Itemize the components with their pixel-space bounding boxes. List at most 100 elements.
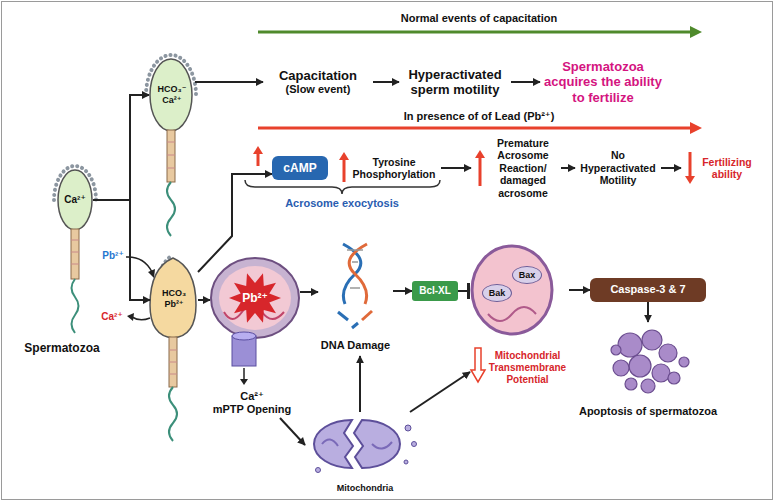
inhibition-connector [458,290,470,292]
curly-brace [245,180,440,194]
sperm-cell [167,155,175,156]
sperm-cell [167,130,175,182]
decrease-arrow [685,176,695,184]
arrow-connector [93,95,149,200]
ion-flow-arrow [132,317,150,320]
arrow-connector [195,81,263,83]
broken-mitochondrion [412,442,417,447]
arrow-connector [393,290,412,292]
process-box: cAMP [272,156,328,180]
dna-figure [347,249,363,251]
increase-arrow [343,158,346,182]
dna-figure [349,244,367,304]
mptp-channel [232,332,256,385]
step-text: Premature Acrosome Reaction/ damaged acr… [471,135,561,202]
node-text: Hyperactivated sperm motility [401,67,509,98]
arrow-connector [300,291,318,293]
node-text: Premature Acrosome Reaction/ damaged acr… [487,137,559,200]
sperm-cell [71,229,79,279]
node-text: HCO₃⁻ Ca²⁺ [151,84,193,106]
apoptotic-bodies [642,330,662,350]
arrow-connector [647,302,649,322]
sperm-cell [169,374,177,375]
dna-figure [362,311,372,320]
broken-mitochondrion [314,420,417,473]
increase-arrow [479,156,482,186]
apoptotic-bodies [679,357,689,367]
apoptotic-bodies [629,355,651,377]
outcome-text: Spermatozoa acquires the ability to fert… [540,57,666,108]
broken-mitochondrion [372,442,392,449]
protein-box: Bcl-XL [412,281,458,301]
mptp-channel [240,379,248,385]
node-text: Bax [519,270,536,281]
node-text: Ca²⁺ [240,390,264,403]
hollow-down-arrow [471,348,485,382]
arrow-connector [359,356,361,412]
dna-figure [343,244,361,304]
protein-oval: Bax [512,266,542,284]
mitochondrion-figure [472,246,552,334]
increase-arrow [253,146,263,154]
mitochondrion: Mitochondria [305,412,425,496]
sperm-cell [72,279,79,333]
lead-arrow [258,122,702,134]
arrow-connector [410,372,470,412]
node-text: Caspase-3 & 7 [610,283,685,296]
sperm-cell [169,350,177,351]
broken-mitochondrion [405,425,411,431]
mitochondrion-figure [472,246,552,334]
node-text: Tyrosine Phosphorylation [349,156,439,181]
node-text: Mitochondria [337,483,394,494]
figure-label: Spermatozoa [12,341,112,355]
arrow-connector [569,289,590,291]
step-text: Hyperactivated sperm motility [399,65,511,100]
dna-figure [338,244,372,328]
apoptotic-bodies [611,345,621,355]
node-text: Ca²⁺ [64,194,85,206]
dna-figure: DNA Damage [318,238,393,356]
mitochondrion-figure [211,258,299,338]
sperm-cell [71,240,79,241]
sperm-cell [54,166,96,333]
flow-heading: Normal events of capacitation [339,12,619,25]
apoptotic-bodies [659,344,677,362]
increase-arrow [475,150,485,158]
node-text: Bak [489,288,506,299]
broken-mitochondrion [314,420,353,468]
node-text: Mitochondrial Transmembrane Potential [488,350,567,386]
pore-channel: Ca²⁺mPTP Opening [208,345,296,418]
sperm-head: HCO₃ Pb²⁺ [150,262,198,336]
apoptotic-bodies [625,378,637,390]
node-text: Fertilizing ability [697,156,757,181]
mitochondrion-figure [211,258,299,338]
sperm-head: Ca²⁺ [57,170,93,230]
protein-oval: Bak [482,284,512,302]
broken-mitochondrion [354,420,400,468]
arrow-connector [511,81,540,83]
node-text: HCO₃ Pb²⁺ [152,288,196,310]
apoptotic-bodies [618,333,642,357]
mptp-channel [243,368,245,380]
ion-label: Ca²⁺ [97,311,127,323]
sperm-cell [71,264,79,265]
node-text: Bcl-XL [419,285,451,297]
decrease-arrow [685,152,695,184]
sperm-cell [167,182,175,236]
arrow-connector [561,167,575,169]
process-box: Caspase-3 & 7 [590,278,706,302]
apoptotic-bodies [668,372,680,384]
lead-arrow [258,127,692,130]
sperm-cell [150,257,196,441]
arrow-connector [280,418,305,445]
mitochondrion-figure [488,307,536,321]
node-text: Apoptosis of spermatozoa [579,405,717,418]
node-text: (Slow event) [286,83,351,96]
apoptotic-bodies [652,364,670,382]
dna-figure [352,323,358,328]
sperm-cell [58,170,92,230]
normal-arrow [690,26,702,38]
normal-arrow [258,26,702,38]
